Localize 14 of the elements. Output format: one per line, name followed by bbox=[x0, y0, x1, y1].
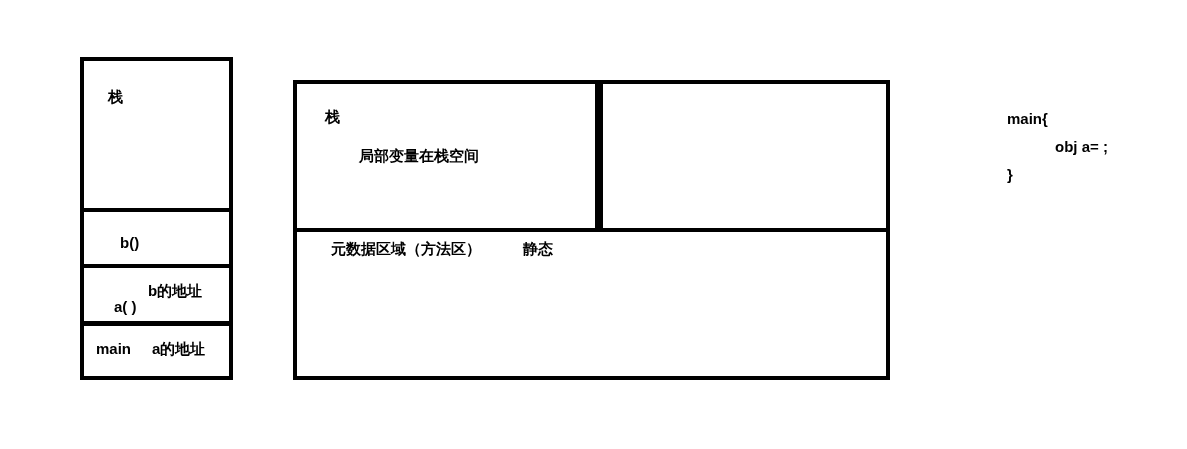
region-label: a( ) bbox=[114, 298, 137, 316]
region-label: a的地址 bbox=[152, 340, 206, 358]
code-line: obj a= ; bbox=[1055, 138, 1108, 156]
region-label: b() bbox=[120, 234, 140, 252]
region-label: main bbox=[96, 340, 131, 358]
region-label: 栈 bbox=[325, 108, 340, 126]
region-label: 局部变量在栈空间 bbox=[359, 147, 479, 165]
region-label: 栈 bbox=[108, 88, 123, 106]
code-line: } bbox=[1007, 166, 1013, 184]
region-label: 元数据区域（方法区） bbox=[331, 240, 481, 258]
code-line: main{ bbox=[1007, 110, 1048, 128]
region-label: b的地址 bbox=[148, 282, 203, 300]
region-label: 静态 bbox=[523, 240, 553, 258]
memory-region-box bbox=[80, 321, 233, 380]
